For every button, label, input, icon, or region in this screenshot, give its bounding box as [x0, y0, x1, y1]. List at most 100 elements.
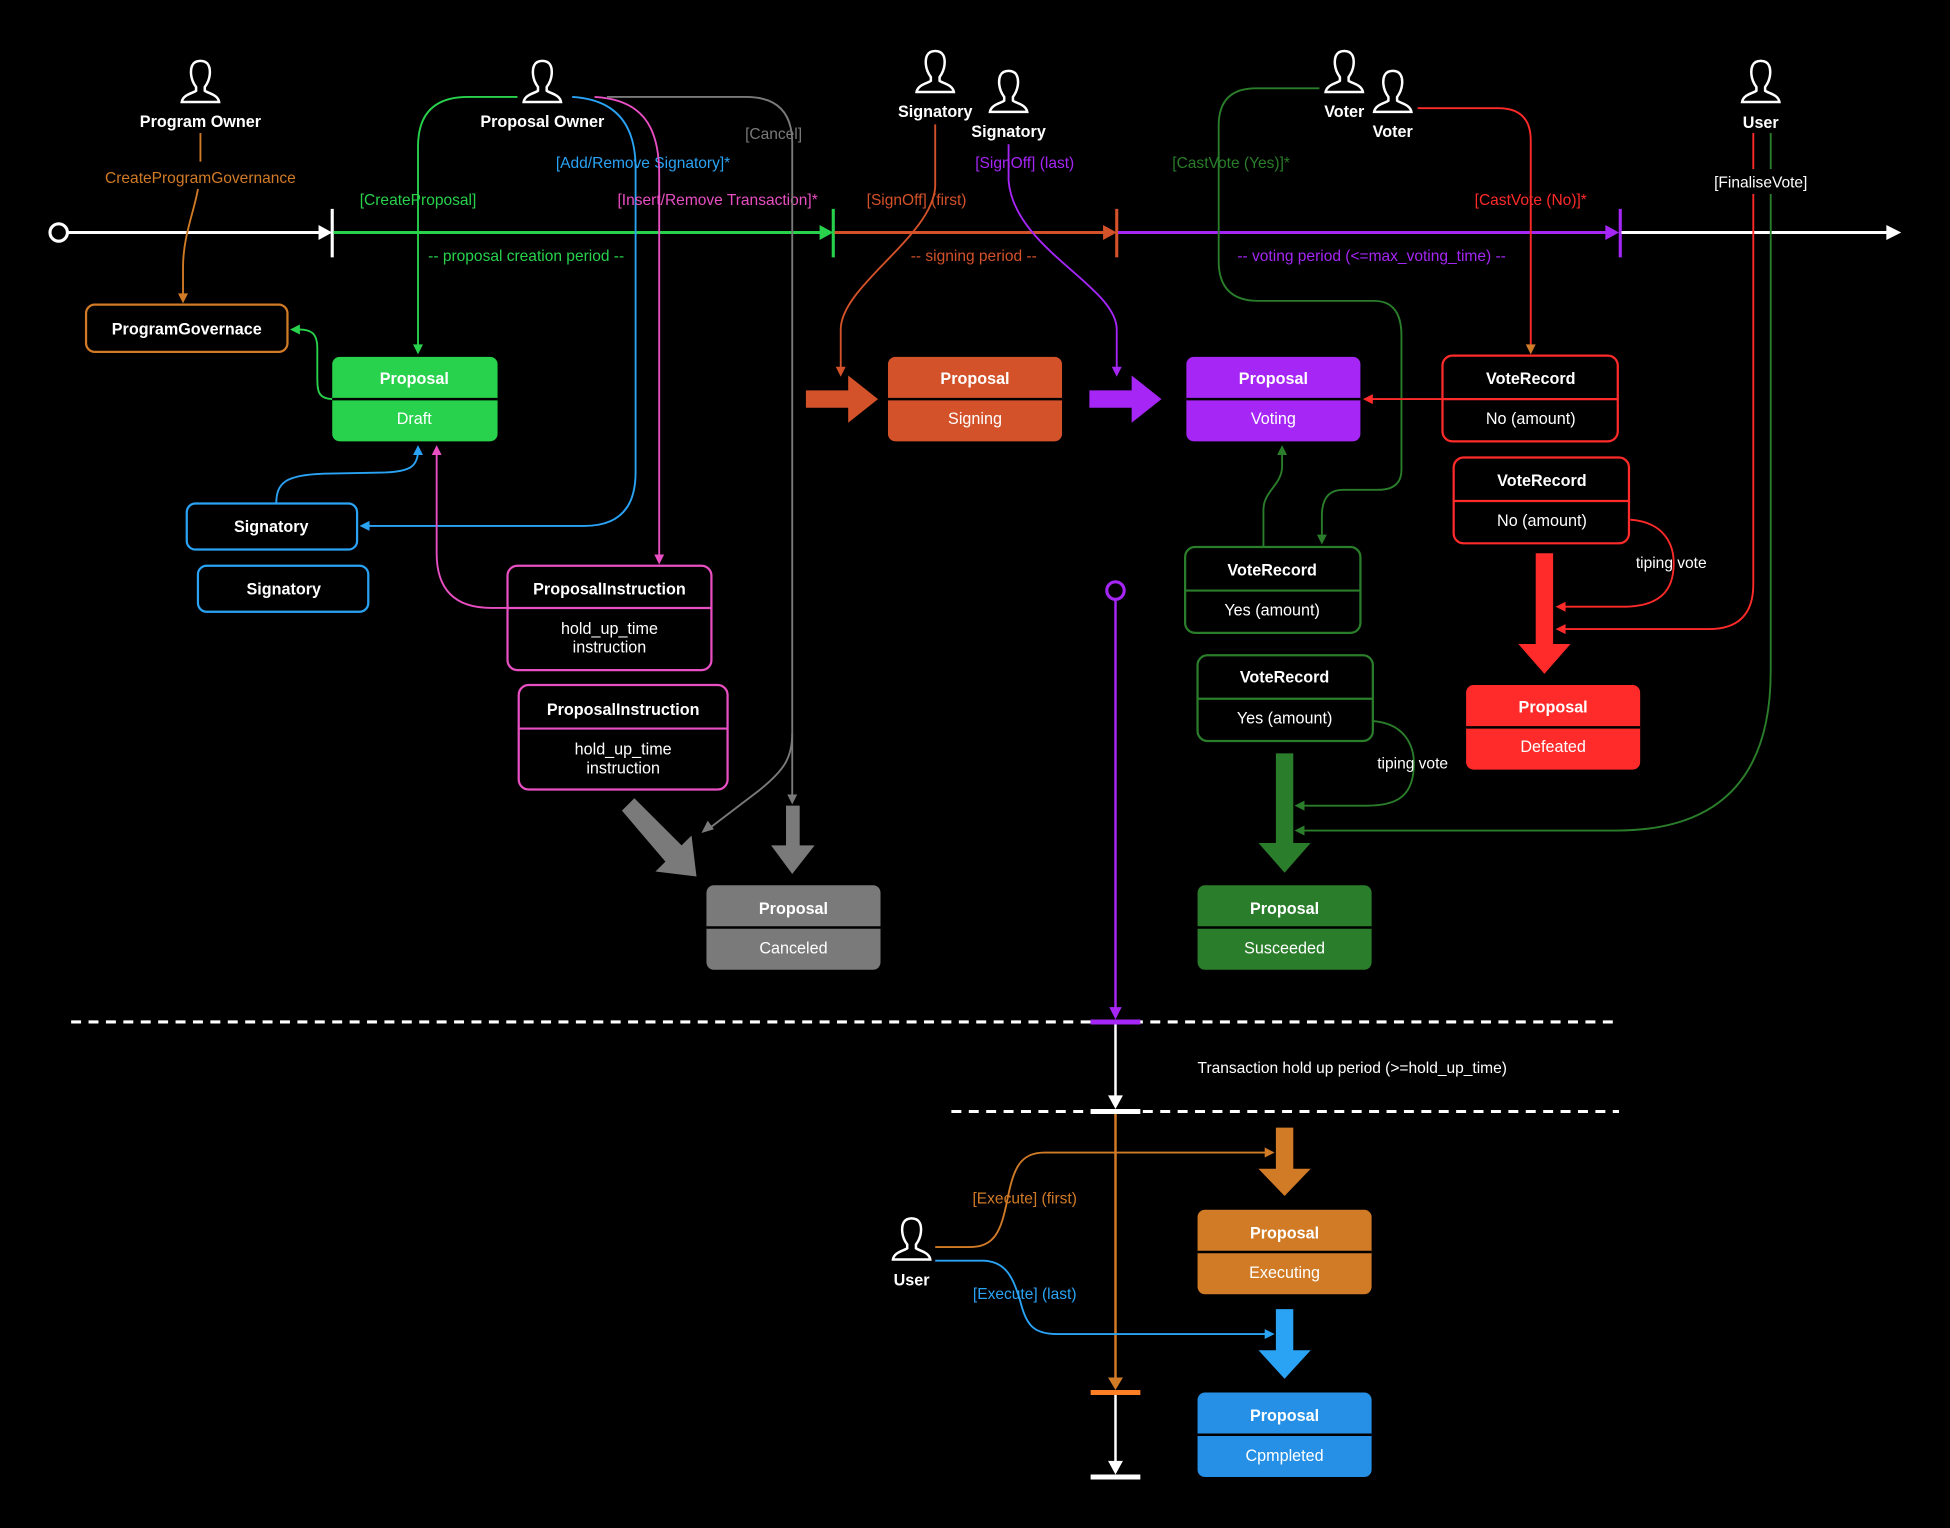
person-icon	[891, 1217, 932, 1261]
label-cancel: [Cancel]	[745, 126, 802, 143]
person-icon	[1324, 49, 1365, 94]
state-title: Proposal	[380, 370, 449, 388]
state-title: Proposal	[940, 370, 1009, 388]
wire-tiping-vote-no: tiping vote	[1555, 518, 1707, 612]
entity-proposal-instruction-b[interactable]: ProposalInstruction hold_up_time instruc…	[517, 683, 729, 791]
wire-cast-vote-yes: [CastVote (Yes)]*	[1172, 87, 1403, 545]
entity-signatory-b[interactable]: Signatory	[196, 564, 370, 613]
entity-title: Signatory	[246, 580, 321, 598]
wire-cancel: [Cancel]	[606, 96, 802, 834]
wire-finalise-vote-defeated	[1555, 133, 1755, 635]
entity-vote-record-no-b[interactable]: VoteRecord No (amount)	[1452, 456, 1631, 545]
wire-instruction-to-draft	[431, 445, 508, 609]
label-signoff-last: [SignOff] (last)	[975, 155, 1074, 172]
wire-signatory-to-draft	[275, 445, 423, 504]
wire-finalise-vote-succeeded: [FinaliseVote]	[1294, 133, 1818, 836]
actor-label: Signatory	[971, 123, 1046, 141]
wire-draft-to-governance	[289, 324, 333, 401]
state-name: Canceled	[759, 940, 827, 958]
big-arrow-to-completed	[1258, 1309, 1311, 1379]
entity-title: Signatory	[234, 518, 309, 536]
entity-proposal-instruction-a[interactable]: ProposalInstruction hold_up_time instruc…	[506, 564, 713, 672]
wire-signoff-first: [SignOff] (first)	[835, 124, 967, 377]
actor-label: Program Owner	[140, 113, 262, 131]
label-insert-remove-transaction: [Insert/Remove Transaction]*	[617, 192, 817, 209]
label-create-proposal: [CreateProposal]	[360, 192, 477, 209]
state-completed[interactable]: Proposal Cpmpleted	[1197, 1392, 1372, 1478]
state-title: Proposal	[1239, 370, 1308, 388]
label-tiping-vote-yes: tiping vote	[1377, 755, 1448, 772]
state-name: Signing	[948, 410, 1002, 428]
state-name: Susceeded	[1244, 940, 1325, 958]
label-cast-vote-no: [CastVote (No)]*	[1475, 192, 1587, 209]
timeline: -- proposal creation period -- -- signin…	[48, 208, 1902, 265]
person-icon	[1740, 59, 1781, 104]
entity-vote-record-yes-b[interactable]: VoteRecord Yes (amount)	[1196, 654, 1374, 743]
state-name: Cpmpleted	[1246, 1447, 1324, 1465]
entity-program-governance[interactable]: ProgramGovernace	[84, 303, 289, 353]
wire-vote-no-to-voting	[1362, 394, 1443, 405]
label-cast-vote-yes: [CastVote (Yes)]*	[1172, 155, 1290, 172]
state-signing[interactable]: Proposal Signing	[887, 356, 1063, 442]
big-arrow-to-canceled-diag	[621, 798, 697, 877]
state-name: Draft	[397, 410, 433, 428]
state-name: Executing	[1249, 1264, 1320, 1282]
label-add-remove-signatory: [Add/Remove Signatory]*	[556, 155, 730, 172]
wire-signoff-last: [SignOff] (last)	[975, 144, 1122, 377]
wire-insert-remove-transaction: [Insert/Remove Transaction]*	[594, 96, 818, 565]
state-defeated[interactable]: Proposal Defeated	[1466, 685, 1641, 770]
state-executing[interactable]: Proposal Executing	[1197, 1209, 1372, 1295]
actor-voter-no: Voter	[1372, 69, 1414, 141]
wire-create-program-governance: CreateProgramGovernance	[105, 133, 296, 304]
state-succeeded[interactable]: Proposal Susceeded	[1197, 885, 1372, 970]
entity-title: VoteRecord	[1240, 669, 1329, 687]
label-hold-up-period: Transaction hold up period (>=hold_up_ti…	[1198, 1060, 1507, 1077]
entity-field: hold_up_time	[575, 741, 672, 759]
wire-create-proposal: [CreateProposal]	[360, 96, 518, 355]
wire-voting-to-holdup	[1105, 580, 1126, 1020]
hold-up-section: Transaction hold up period (>=hold_up_ti…	[71, 1019, 1620, 1480]
actor-label: Signatory	[898, 103, 973, 121]
start-node	[48, 222, 69, 243]
entity-field: instruction	[573, 639, 647, 657]
state-draft[interactable]: Proposal Draft	[332, 356, 498, 442]
actor-label: Proposal Owner	[480, 113, 605, 131]
entity-title: VoteRecord	[1486, 370, 1575, 388]
state-name: Voting	[1251, 410, 1296, 428]
entity-title: ProposalInstruction	[533, 580, 686, 598]
big-arrow-to-executing	[1258, 1127, 1311, 1197]
actor-label: Voter	[1324, 103, 1365, 121]
entity-vote-record-no-a[interactable]: VoteRecord No (amount)	[1441, 354, 1619, 443]
actor-label: Voter	[1373, 123, 1414, 141]
person-icon	[522, 59, 563, 104]
label-execute-first: [Execute] (first)	[973, 1191, 1077, 1208]
actor-signatory-first: Signatory	[898, 49, 973, 121]
actor-user-finalise: User	[1740, 59, 1781, 132]
big-arrow-to-succeeded	[1258, 753, 1311, 873]
entity-title: ProgramGovernace	[112, 320, 262, 338]
entity-field: hold_up_time	[561, 620, 658, 638]
entity-field: No (amount)	[1486, 410, 1576, 428]
entity-title: ProposalInstruction	[547, 701, 700, 719]
entity-field: Yes (amount)	[1224, 601, 1320, 619]
entity-field: Yes (amount)	[1237, 710, 1333, 728]
label-finalise-vote: [FinaliseVote]	[1714, 175, 1807, 192]
entity-field: No (amount)	[1497, 512, 1587, 530]
actor-label: User	[1743, 114, 1780, 132]
actor-label: User	[894, 1272, 931, 1290]
actor-voter-yes: Voter	[1324, 49, 1365, 121]
person-icon	[180, 59, 221, 104]
label-signoff-first: [SignOff] (first)	[867, 192, 967, 209]
entity-vote-record-yes-a[interactable]: VoteRecord Yes (amount)	[1183, 545, 1362, 634]
person-icon	[1372, 69, 1413, 114]
state-canceled[interactable]: Proposal Canceled	[706, 885, 881, 970]
actor-proposal-owner: Proposal Owner	[480, 59, 605, 131]
state-title: Proposal	[1250, 1224, 1319, 1242]
entity-title: VoteRecord	[1227, 562, 1316, 580]
label-execute-last: [Execute] (last)	[973, 1286, 1077, 1303]
entity-signatory-a[interactable]: Signatory	[185, 502, 359, 551]
state-voting[interactable]: Proposal Voting	[1186, 356, 1361, 442]
state-title: Proposal	[1250, 900, 1319, 918]
entity-title: VoteRecord	[1497, 472, 1586, 490]
